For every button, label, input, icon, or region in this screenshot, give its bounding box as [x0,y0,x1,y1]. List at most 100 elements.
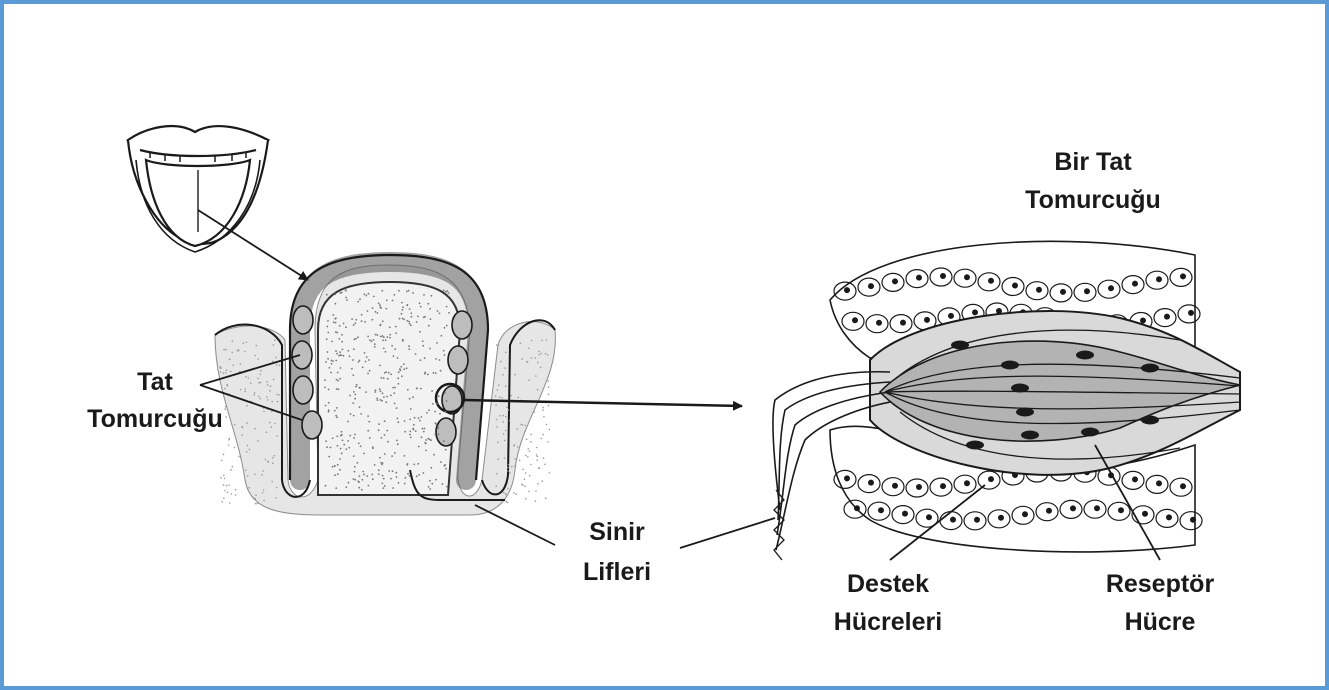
stipple-dot [406,464,408,466]
stipple-dot [250,382,252,384]
stipple-dot [374,391,376,393]
stipple-dot [502,415,504,417]
stipple-dot [338,388,340,390]
stipple-dot [328,456,330,458]
stipple-dot [386,336,388,338]
stipple-dot [505,430,507,432]
stipple-dot [326,446,328,448]
stipple-dot [368,485,370,487]
label-reseptor-line1: Reseptör [1106,570,1215,598]
stipple-dot [368,421,370,423]
papilla-cross-section [215,255,555,515]
stipple-dot [408,348,410,350]
stipple-dot [513,492,515,494]
stipple-dot [410,312,412,314]
stipple-dot [337,445,339,447]
stipple-dot [336,417,338,419]
stipple-dot [366,475,368,477]
stipple-dot [403,363,405,365]
stipple-dot [360,445,362,447]
stipple-dot [247,475,249,477]
stipple-dot [355,319,357,321]
stipple-dot [396,476,398,478]
stipple-dot [336,388,338,390]
stipple-dot [545,497,547,499]
stipple-dot [446,325,448,327]
stipple-dot [266,381,268,383]
stipple-dot [254,392,256,394]
stipple-dot [254,474,256,476]
stipple-dot [520,424,522,426]
stipple-dot [364,293,366,295]
stipple-dot [522,469,524,471]
stipple-dot [422,340,424,342]
stipple-dot [404,420,406,422]
cell-nucleus [1141,318,1146,323]
stipple-dot [525,472,527,474]
stipple-dot [540,367,542,369]
stipple-dot [411,316,413,318]
stipple-dot [339,325,341,327]
cell-nucleus [1095,506,1100,511]
stipple-dot [425,443,427,445]
stipple-dot [541,438,543,440]
stipple-dot [229,358,231,360]
cell-nucleus [965,481,970,486]
stipple-dot [384,434,386,436]
stipple-dot [258,382,260,384]
stipple-dot [412,292,414,294]
stipple-dot [373,339,375,341]
stipple-dot [367,373,369,375]
stipple-dot [232,340,234,342]
stipple-dot [339,458,341,460]
stipple-dot [357,336,359,338]
stipple-dot [538,351,540,353]
stipple-dot [362,366,364,368]
stipple-dot [262,470,264,472]
stipple-dot [502,397,504,399]
stipple-dot [275,357,277,359]
stipple-dot [329,367,331,369]
stipple-dot [361,314,363,316]
stipple-dot [277,401,279,403]
stipple-dot [229,502,231,504]
stipple-dot [511,466,513,468]
stipple-dot [331,341,333,343]
stipple-dot [447,290,449,292]
stipple-dot [225,349,227,351]
cell-nucleus [997,309,1002,314]
stipple-dot [382,462,384,464]
stipple-dot [535,375,537,377]
stipple-dot [429,348,431,350]
stipple-dot [542,409,544,411]
stipple-dot [514,374,516,376]
stipple-dot [226,369,228,371]
stipple-dot [533,411,535,413]
stipple-dot [345,326,347,328]
stipple-dot [345,290,347,292]
stipple-dot [404,455,406,457]
cell-nucleus [1013,283,1018,288]
stipple-dot [379,324,381,326]
stipple-dot [333,321,335,323]
stipple-dot [358,487,360,489]
stipple-dot [353,348,355,350]
stipple-dot [518,397,520,399]
stipple-dot [384,420,386,422]
cell-nucleus [1071,506,1076,511]
stipple-dot [223,349,225,351]
stipple-dot [380,336,382,338]
stipple-dot [276,435,278,437]
stipple-dot [328,409,330,411]
stipple-dot [363,453,365,455]
stipple-dot [259,398,261,400]
stipple-dot [398,290,400,292]
stipple-dot [245,376,247,378]
stipple-dot [347,421,349,423]
stipple-dot [345,486,347,488]
stipple-dot [247,445,249,447]
stipple-dot [521,484,523,486]
stipple-dot [534,357,536,359]
stipple-dot [341,431,343,433]
label-reseptor-hucre: Reseptör Hücre [1106,570,1215,636]
